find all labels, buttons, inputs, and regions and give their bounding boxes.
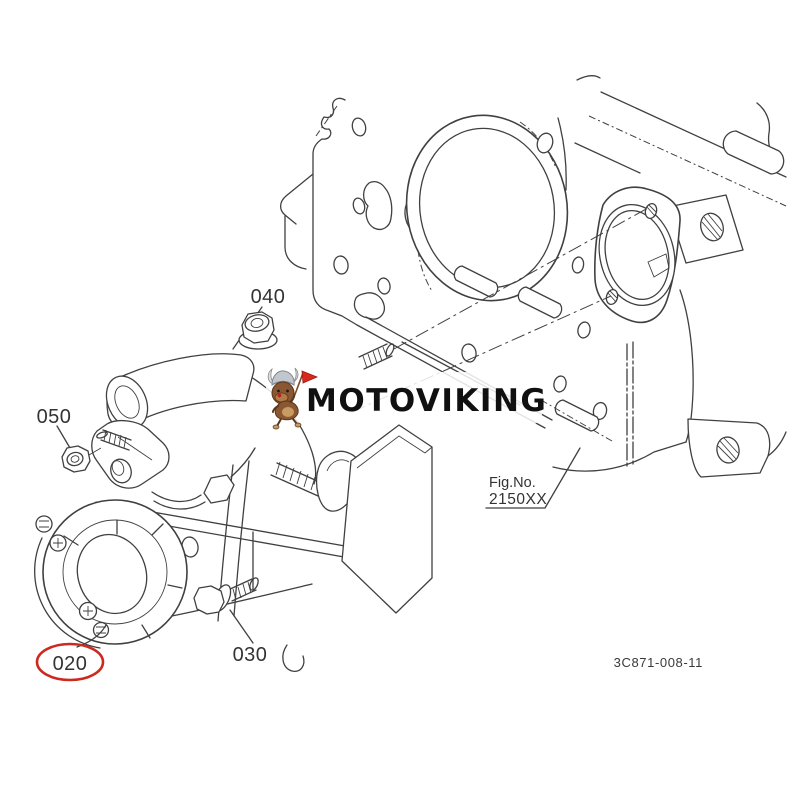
flange-nut-040 xyxy=(232,306,278,350)
watermark-badge xyxy=(266,372,542,424)
watermark-brand: MOTOVIKING xyxy=(306,383,547,419)
viking-mascot-icon xyxy=(267,367,319,430)
mounting-flange xyxy=(341,424,433,614)
figure-reference: Fig.No. 2150XX xyxy=(485,447,581,509)
mounting-stud-and-centerlines xyxy=(351,207,649,413)
watermark: MOTOVIKING xyxy=(266,367,547,430)
leader-line-030 xyxy=(229,609,254,644)
part-label-030: 030 xyxy=(233,644,268,666)
part-label-040: 040 xyxy=(251,286,286,308)
figure-reference-caption: Fig.No. xyxy=(489,475,536,491)
part-label-020: 020 xyxy=(53,653,88,675)
part-labels: 040 050 030 020 xyxy=(35,286,286,682)
drawing-number: 3C871-008-11 xyxy=(614,655,703,670)
highlight-ellipse-020 xyxy=(35,642,105,682)
leader-line-050 xyxy=(56,425,71,449)
mount-bolt-030 xyxy=(193,577,259,644)
terminal-nut-050 xyxy=(56,425,102,473)
figure-reference-pointer xyxy=(485,447,581,509)
engine-block-drawing xyxy=(279,75,787,478)
starter-motor-drawing xyxy=(34,353,433,672)
figure-reference-number: 2150XX xyxy=(489,491,547,508)
part-label-050: 050 xyxy=(37,406,72,428)
